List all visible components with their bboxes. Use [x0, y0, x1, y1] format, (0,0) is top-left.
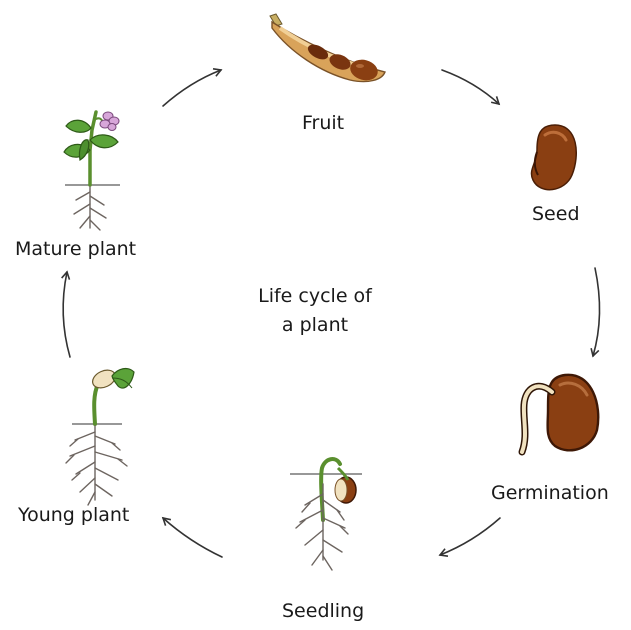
flower-icon — [100, 112, 119, 131]
stage-label-mature-plant: Mature plant — [15, 238, 136, 260]
bean-pod-icon — [270, 14, 385, 83]
stage-label-seedling: Seedling — [282, 600, 364, 622]
stage-label-young-plant: Young plant — [18, 504, 129, 526]
young-plant-icon — [66, 367, 134, 505]
stage-label-fruit: Fruit — [302, 112, 344, 134]
germinating-seed-icon — [522, 375, 598, 452]
arrow-mature-to-fruit — [163, 70, 221, 106]
stage-label-seed: Seed — [532, 203, 580, 225]
diagram-title-line-2: a plant — [230, 311, 400, 340]
diagram-title: Life cycle of a plant — [230, 282, 400, 340]
arrow-young-to-mature — [63, 272, 70, 357]
arrow-seedling-to-young-plant — [163, 518, 222, 557]
seedling-icon — [290, 459, 362, 570]
mature-plant-icon — [64, 112, 120, 230]
diagram-title-line-1: Life cycle of — [230, 282, 400, 311]
arrow-germination-to-seedling — [440, 518, 500, 555]
arrow-fruit-to-seed — [442, 70, 499, 104]
stage-label-germination: Germination — [491, 482, 609, 504]
arrow-seed-to-germination — [593, 268, 600, 356]
bean-seed-icon — [531, 125, 576, 190]
